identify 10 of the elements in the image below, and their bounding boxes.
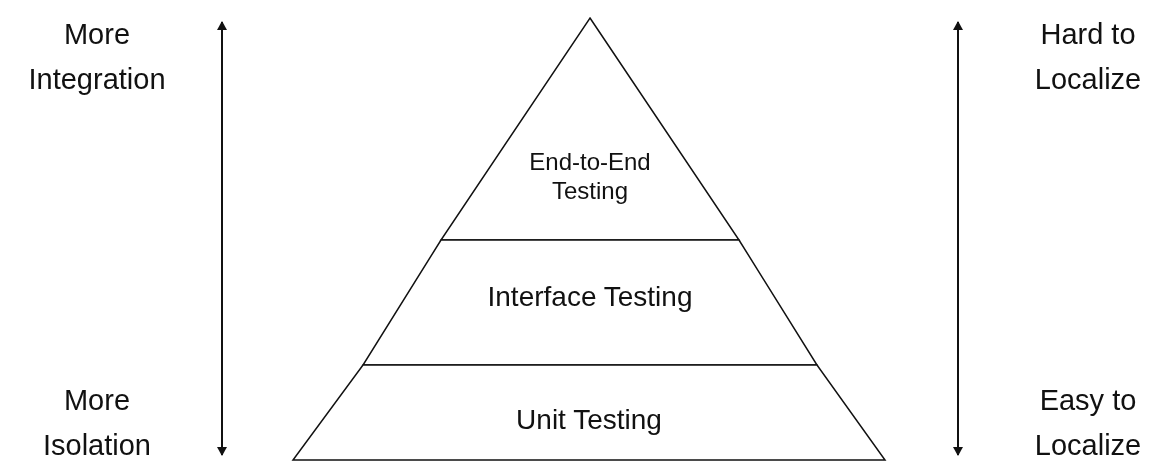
pyramid-tier: [441, 18, 739, 240]
axis-label: More Isolation: [42, 383, 152, 462]
pyramid-tier: [363, 240, 817, 365]
axis-label: Hard to Localize: [1033, 17, 1143, 97]
pyramid-tier: [293, 365, 885, 460]
axis-label: Easy to Localize: [1033, 383, 1143, 462]
tier-label: End-to-End Testing: [528, 148, 652, 206]
axis-label: More Integration: [27, 17, 167, 97]
tier-label: Interface Testing: [486, 280, 694, 314]
tier-label: Unit Testing: [515, 403, 663, 437]
